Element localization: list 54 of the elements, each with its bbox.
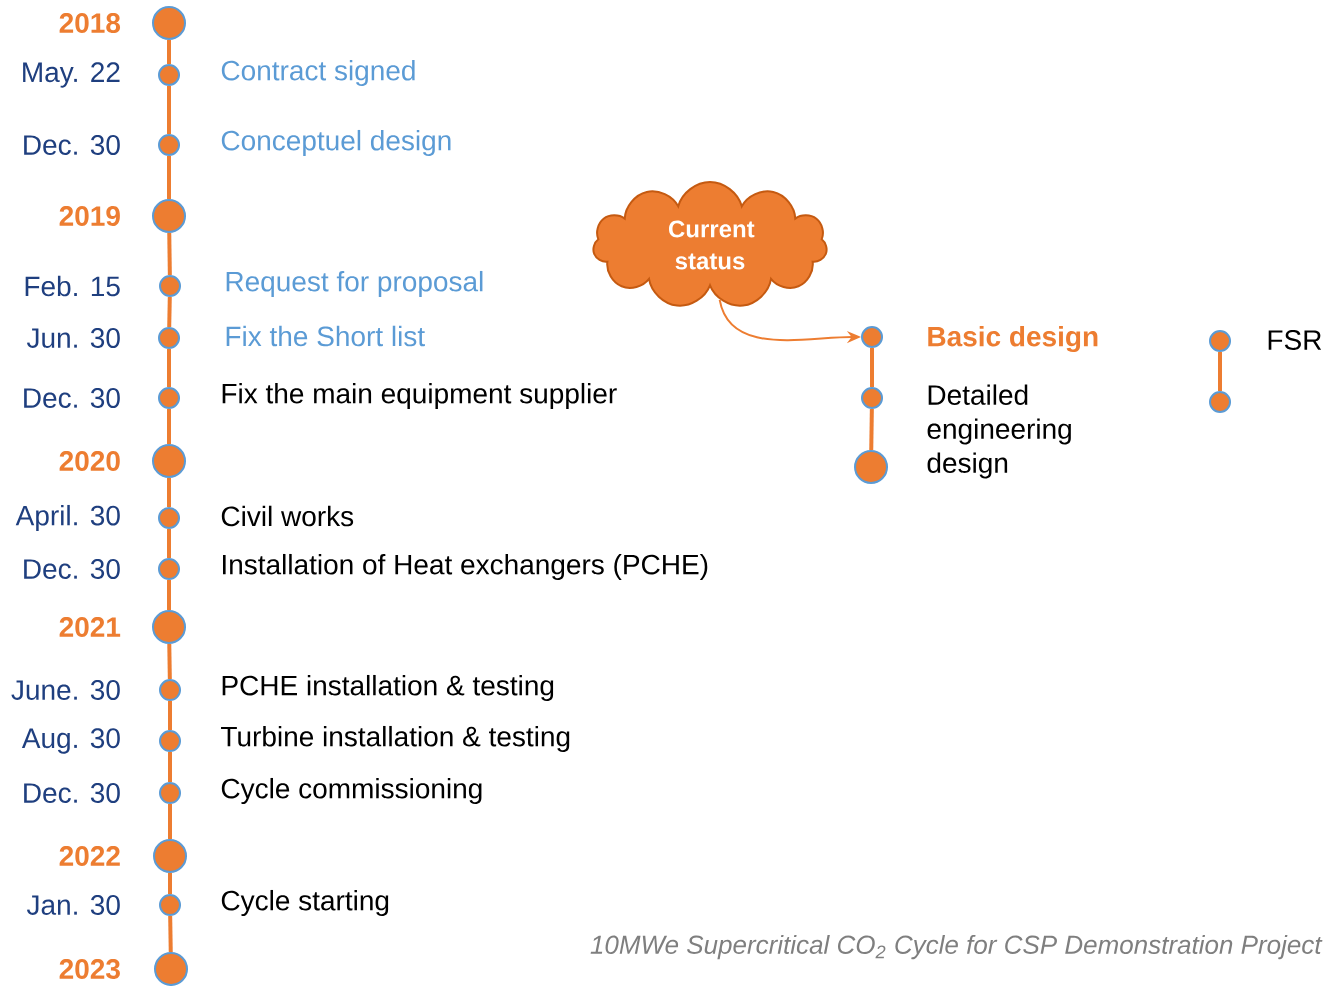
timeline-line (167, 478, 171, 507)
date-label: June. 30 (11, 680, 120, 700)
timeline-line (167, 529, 171, 558)
event-label: Turbine installation & testing (221, 725, 570, 753)
event-label: Cycle commissioning (221, 777, 482, 805)
date-label: Dec. 30 (24, 135, 120, 155)
timeline-line (167, 156, 171, 199)
event-label: Fix the main equipment supplier (222, 382, 617, 410)
year-label: 2018 (59, 13, 121, 33)
date-label: Jun. 30 (26, 328, 120, 348)
date-label: Dec. 30 (24, 783, 120, 803)
phase-label: Basic design (928, 325, 1098, 353)
date-label: Dec. 30 (24, 559, 120, 579)
event-label: Fix the Short list (226, 325, 425, 347)
timeline-line (167, 409, 171, 444)
cloud-callout: Current status (592, 180, 828, 307)
date-label: April. 30 (15, 504, 120, 532)
event-label: PCHE installation & testing (222, 674, 554, 702)
year-label: 2023 (59, 959, 120, 979)
timeline-line (1218, 352, 1222, 391)
event-label: Request for proposal (226, 270, 483, 298)
event-label: Contract signed (221, 59, 415, 87)
phase-label: Detailed engineering design (927, 384, 1071, 479)
timeline-line (168, 916, 173, 953)
timeline-line (168, 873, 172, 894)
timeline-line (168, 804, 172, 839)
year-label: 2019 (59, 206, 120, 226)
timeline-line (167, 232, 172, 276)
timeline-dot (854, 450, 888, 484)
event-label: Cycle starting (221, 889, 389, 917)
date-label: May. 22 (23, 62, 120, 88)
event-label: Conceptuel design (221, 129, 451, 157)
timeline-line (168, 752, 172, 782)
timeline-line (167, 644, 172, 680)
year-label: 2021 (59, 617, 121, 637)
timeline-line (870, 348, 874, 387)
timeline-line (167, 580, 171, 610)
event-label: Civil works (221, 505, 354, 527)
timeline-line (167, 40, 171, 64)
year-label: 2020 (59, 451, 120, 471)
timeline-dot (1209, 391, 1231, 413)
timeline-line (869, 408, 874, 451)
timeline-line (167, 296, 172, 328)
timeline-line (167, 349, 171, 387)
timeline-line (168, 701, 172, 730)
date-label: Dec. 30 (24, 388, 120, 408)
timeline-line (167, 86, 171, 134)
date-label: Jan. 30 (26, 895, 120, 915)
year-label: 2022 (59, 846, 120, 866)
phase-label: FSR (1268, 330, 1322, 350)
date-label: Feb. 15 (25, 275, 120, 297)
date-label: Aug. 30 (21, 728, 120, 754)
caption: 10MWe Supercritical CO$_{2}$ Cycle for CSP Demonstration Project (590, 934, 1323, 960)
event-label: Installation of Heat exchangers (PCHE) (223, 553, 708, 581)
